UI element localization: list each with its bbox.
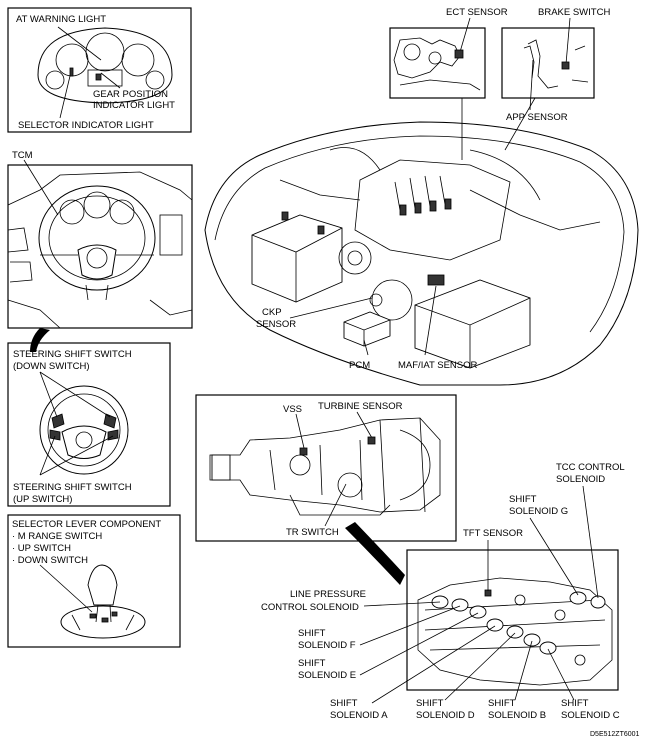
callout-swoosh-transmission — [345, 522, 405, 585]
gear-position-label-1: GEAR POSITION — [93, 89, 168, 100]
ckp-sensor-label-1: CKP — [262, 307, 282, 318]
shift-solenoid-e-label-2: SOLENOID E — [298, 670, 356, 681]
vss-label: VSS — [283, 404, 302, 415]
instrument-cluster-inset: AT WARNING LIGHT GEAR POSITION INDICATOR… — [7, 7, 192, 133]
maf-iat-sensor-label: MAF/IAT SENSOR — [398, 360, 477, 371]
shift-solenoid-a-label-1: SHIFT — [330, 698, 358, 709]
brake-switch-label: BRAKE SWITCH — [538, 7, 610, 18]
tr-switch-label: TR SWITCH — [286, 527, 339, 538]
shift-solenoid-b-label-1: SHIFT — [488, 698, 516, 709]
steering-down-label-2: (DOWN SWITCH) — [13, 361, 90, 372]
transmission-inset: VSS TURBINE SENSOR TR SWITCH — [195, 394, 457, 542]
tcm-label: TCM — [12, 150, 33, 161]
steering-wheel-inset: TCM — [7, 150, 193, 329]
shift-solenoid-b-label-2: SOLENOID B — [488, 710, 546, 721]
shift-solenoid-f-label-1: SHIFT — [298, 628, 326, 639]
shift-solenoid-e-label-1: SHIFT — [298, 658, 326, 669]
ect-sensor-label: ECT SENSOR — [446, 7, 508, 18]
shift-solenoid-a-label-2: SOLENOID A — [330, 710, 388, 721]
app-sensor-label: APP SENSOR — [506, 112, 568, 123]
at-warning-light-label: AT WARNING LIGHT — [16, 14, 106, 25]
steering-shift-switch-inset: STEERING SHIFT SWITCH (DOWN SWITCH) STEE… — [7, 342, 171, 507]
selector-lever-inset: SELECTOR LEVER COMPONENT · M RANGE SWITC… — [7, 514, 181, 648]
valve-body-inset — [406, 549, 619, 691]
selector-indicator-label: SELECTOR INDICATOR LIGHT — [18, 120, 154, 131]
shift-solenoid-c-label-2: SOLENOID C — [561, 710, 620, 721]
line-pressure-label-1: LINE PRESSURE — [290, 589, 366, 600]
tft-sensor-label: TFT SENSOR — [463, 528, 523, 539]
line-pressure-label-2: CONTROL SOLENOID — [261, 602, 359, 613]
selector-lever-item-up: · UP SWITCH — [12, 543, 71, 554]
turbine-sensor-label: TURBINE SENSOR — [318, 401, 403, 412]
selector-lever-item-m-range: · M RANGE SWITCH — [12, 531, 102, 542]
steering-up-label-1: STEERING SHIFT SWITCH — [13, 482, 132, 493]
ckp-sensor-label-2: SENSOR — [256, 319, 296, 330]
ect-sensor-inset: ECT SENSOR — [389, 7, 508, 99]
shift-solenoid-g-label-2: SOLENOID G — [509, 506, 568, 517]
figure-code: D5E512ZT6001 — [590, 731, 640, 738]
selector-lever-title: SELECTOR LEVER COMPONENT — [12, 519, 161, 530]
shift-solenoid-d-label-1: SHIFT — [416, 698, 444, 709]
shift-solenoid-f-label-2: SOLENOID F — [298, 640, 356, 651]
selector-lever-item-down: · DOWN SWITCH — [12, 555, 88, 566]
tcc-control-label-1: TCC CONTROL — [556, 462, 625, 473]
gear-position-label-2: INDICATOR LIGHT — [93, 100, 175, 111]
engine-bay-illustration — [204, 97, 639, 386]
callout-swoosh-steering — [30, 328, 50, 352]
steering-up-label-2: (UP SWITCH) — [13, 494, 72, 505]
steering-down-label-1: STEERING SHIFT SWITCH — [13, 349, 132, 360]
tcc-control-label-2: SOLENOID — [556, 474, 605, 485]
brake-switch-inset: BRAKE SWITCH APP SENSOR — [501, 7, 610, 123]
pcm-label: PCM — [349, 360, 370, 371]
shift-solenoid-g-label-1: SHIFT — [509, 494, 537, 505]
shift-solenoid-d-label-2: SOLENOID D — [416, 710, 475, 721]
shift-solenoid-c-label-1: SHIFT — [561, 698, 589, 709]
